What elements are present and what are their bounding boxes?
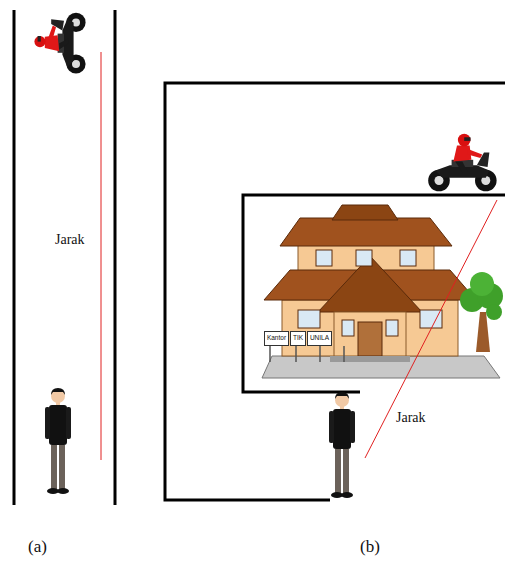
road-edge xyxy=(165,83,505,500)
panel-label: (b) xyxy=(360,538,380,557)
sign-board: UNILA xyxy=(307,331,332,346)
sign-board: Kantor xyxy=(264,331,289,346)
motorcycle xyxy=(428,134,496,192)
panel-label: (a) xyxy=(28,538,47,557)
person xyxy=(329,392,355,498)
road-edge xyxy=(114,10,117,505)
sign-text: UNILA xyxy=(310,335,329,342)
sign-text: Kantor xyxy=(267,335,286,342)
house xyxy=(262,205,500,378)
distance-line xyxy=(101,52,102,460)
road-edge xyxy=(243,195,505,392)
sign-board: TIK xyxy=(290,331,306,346)
distance-label: Jarak xyxy=(396,410,426,425)
distance-label: Jarak xyxy=(55,232,85,247)
road-edge xyxy=(13,10,16,505)
sign-text: TIK xyxy=(293,335,303,342)
sign-posts xyxy=(270,346,344,362)
distance-line xyxy=(365,200,497,458)
tree xyxy=(460,272,503,352)
motorcycle xyxy=(34,13,85,74)
person xyxy=(45,388,71,494)
